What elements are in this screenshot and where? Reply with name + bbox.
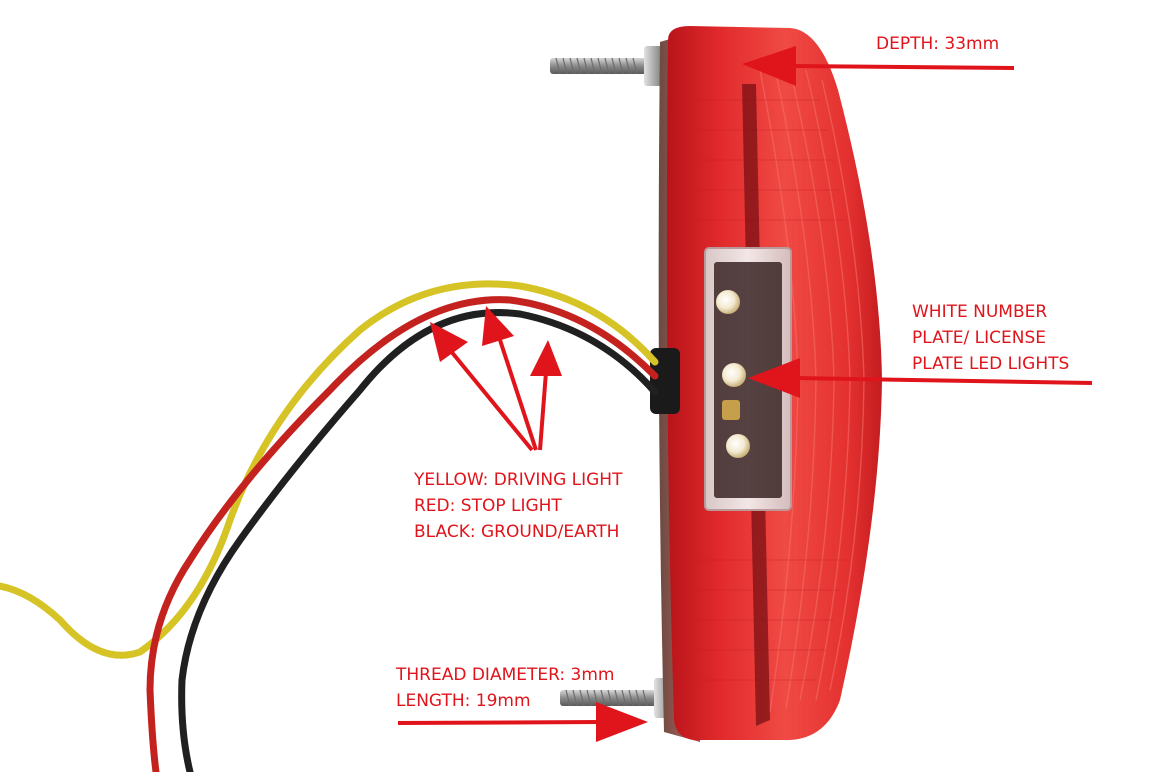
thread-length-text: LENGTH: 19mm (396, 691, 531, 711)
led-panel (704, 247, 792, 511)
wire-yellow-text: YELLOW: DRIVING LIGHT (414, 470, 623, 490)
top-bolt (550, 46, 666, 86)
wire-color-annotation: YELLOW: DRIVING LIGHT RED: STOP LIGHT BL… (414, 467, 622, 545)
yellow-wire (0, 280, 659, 659)
annotation-arrows (397, 46, 1093, 742)
thread-diameter-text: THREAD DIAMETER: 3mm (396, 665, 615, 685)
black-wire (178, 309, 659, 772)
led-1 (716, 290, 740, 314)
wire-black-text: BLACK: GROUND/EARTH (414, 522, 620, 542)
led-2 (722, 363, 746, 387)
wire-red-text: RED: STOP LIGHT (414, 496, 562, 516)
depth-text: DEPTH: 33mm (876, 34, 1000, 54)
thread-annotation: THREAD DIAMETER: 3mm LENGTH: 19mm (396, 662, 614, 714)
plate-lights-annotation: WHITE NUMBER PLATE/ LICENSE PLATE LED LI… (912, 299, 1069, 377)
wires (0, 280, 659, 772)
depth-annotation: DEPTH: 33mm (876, 31, 999, 57)
led-3 (726, 434, 750, 458)
plate-lights-line-2: PLATE/ LICENSE (912, 328, 1047, 348)
cable-grommet (650, 348, 680, 414)
plate-lights-line-3: PLATE LED LIGHTS (912, 354, 1070, 374)
red-wire (146, 296, 659, 772)
plate-lights-line-1: WHITE NUMBER (912, 302, 1048, 322)
